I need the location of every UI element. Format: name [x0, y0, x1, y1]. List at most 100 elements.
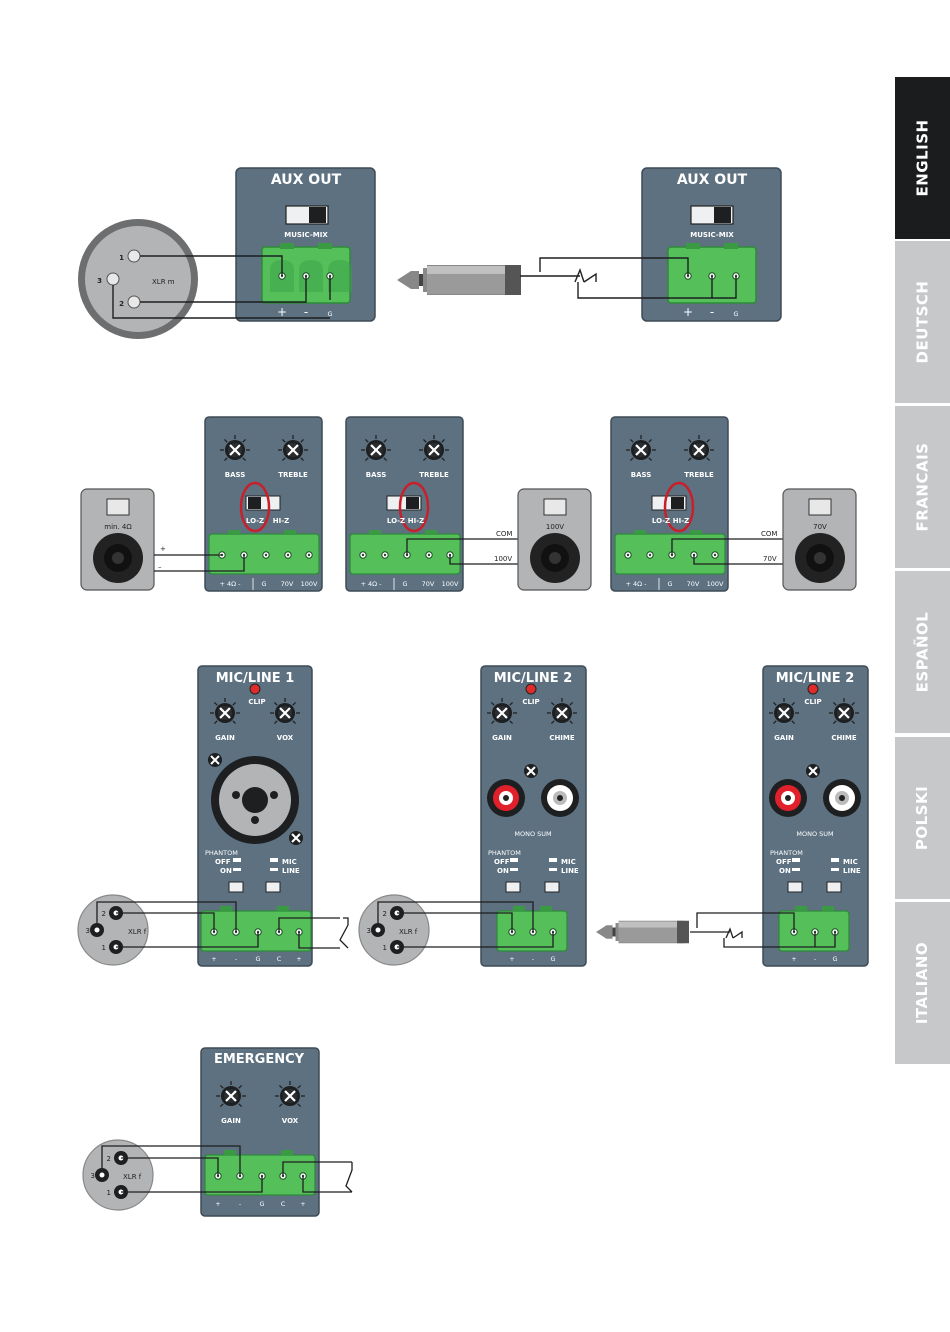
xlr-f2-pin-3: 3 — [367, 927, 371, 935]
clip-label-2r: CLIP — [804, 698, 821, 706]
em-terminal-minus: - — [239, 1200, 242, 1208]
xlr-f1-pin-3: 3 — [86, 927, 90, 935]
tap-70v-label: 70V — [763, 555, 777, 563]
phantom-switch-2c[interactable] — [505, 881, 521, 893]
tab-espanol[interactable]: ESPAÑOL — [895, 571, 950, 733]
phantom-switch-1[interactable] — [228, 881, 244, 893]
phantom-off-2c: OFF — [494, 858, 510, 866]
hi-z-label-a: HI-Z — [273, 517, 289, 525]
phantom-on-2c: ON — [497, 867, 509, 875]
speaker-70v-label: 70V — [813, 523, 827, 531]
speaker-panel-100v: BASS TREBLE LO-Z HI-Z + 4Ω - G 70V 100V — [345, 416, 464, 592]
clip-led-2c — [525, 683, 537, 695]
treble-label-a: TREBLE — [278, 471, 308, 479]
polarity-plus: + — [160, 545, 166, 553]
phantom-off-2r: OFF — [776, 858, 792, 866]
xlr-m-pin-3: 3 — [97, 277, 102, 285]
terminal-g-c: G — [667, 580, 672, 588]
xlr-female-mic1: 2 3 1 XLR f — [77, 894, 149, 966]
mic-line-2-title-right: MIC/LINE 2 — [776, 671, 855, 686]
terminal-100v-c: 100V — [707, 580, 724, 588]
gain-label-2r: GAIN — [774, 734, 794, 742]
mono-sum-label-r: MONO SUM — [796, 830, 833, 838]
speaker-100v-label: 100V — [546, 523, 564, 531]
aux-out-title: AUX OUT — [271, 172, 342, 188]
hi-z-label-b: HI-Z — [408, 517, 424, 525]
ml2c-terminal-plus: + — [509, 955, 514, 963]
tab-english[interactable]: ENGLISH — [895, 77, 950, 239]
ml1-terminal-minus: - — [235, 955, 238, 963]
speaker-70v: 70V — [782, 488, 857, 591]
mic-label-2c: MIC — [561, 858, 576, 866]
mic-label-2r: MIC — [843, 858, 858, 866]
bass-label-c: BASS — [631, 471, 652, 479]
xlr-female-mic2: 2 3 1 XLR f — [358, 894, 430, 966]
bass-label-a: BASS — [225, 471, 246, 479]
jack-plug-mic — [596, 920, 689, 944]
jack-plug-aux — [397, 265, 521, 295]
mic-line-2-panel-right: MIC/LINE 2 CLIP GAIN CHIME MONO SUM PHAN… — [762, 665, 869, 967]
em-terminal-c: C — [281, 1200, 286, 1208]
terminal-100v-a: 100V — [301, 580, 318, 588]
ml2r-terminal-minus: - — [814, 955, 817, 963]
emergency-wires — [101, 1145, 353, 1193]
polarity-minus: – — [158, 563, 162, 571]
lo-z-label-c: LO-Z — [652, 517, 670, 525]
xlr-female-emergency: 2 3 1 XLR f — [82, 1139, 154, 1211]
aux-terminal-ground: G — [327, 310, 332, 318]
em-terminal-plus: + — [215, 1200, 220, 1208]
tab-polski[interactable]: POLSKI — [895, 737, 950, 899]
mic-line-switch-1[interactable] — [265, 881, 281, 893]
hi-z-highlight-c — [663, 481, 695, 533]
phantom-title-2c: PHANTOM — [488, 849, 521, 857]
tab-deutsch[interactable]: DEUTSCH — [895, 241, 950, 403]
mic-line-1-title: MIC/LINE 1 — [216, 671, 295, 686]
mic-line-1-panel: MIC/LINE 1 CLIP GAIN VOX PHANTOM OFF ON … — [197, 665, 313, 967]
clip-led-1 — [249, 683, 261, 695]
xlr-fe-label: XLR f — [123, 1173, 142, 1181]
terminal-4ohm-a: + 4Ω - — [219, 580, 241, 588]
aux-out-title-right: AUX OUT — [677, 172, 748, 188]
emergency-gain-label: GAIN — [221, 1117, 241, 1125]
ml2c-terminal-minus: - — [532, 955, 535, 963]
treble-label-b: TREBLE — [419, 471, 449, 479]
xlr-fe-pin-1: 1 — [107, 1189, 111, 1197]
terminal-70v-c: 70V — [687, 580, 700, 588]
emergency-vox-label: VOX — [282, 1117, 299, 1125]
mic-line-switch-2c[interactable] — [544, 881, 560, 893]
bass-label-b: BASS — [366, 471, 387, 479]
phantom-title-1: PHANTOM — [205, 849, 238, 857]
speaker-b-wires — [406, 538, 518, 565]
xlr-f1-pin-1: 1 — [102, 944, 106, 952]
chime-label-2r: CHIME — [831, 734, 857, 742]
xlr-fe-pin-3: 3 — [91, 1172, 95, 1180]
clip-label-1: CLIP — [248, 698, 265, 706]
gain-label-1: GAIN — [215, 734, 235, 742]
xlr-m-pin-2: 2 — [119, 300, 124, 308]
ml1-terminal-g: G — [255, 955, 260, 963]
terminal-70v-b: 70V — [422, 580, 435, 588]
speaker-min-label: min. 4Ω — [104, 523, 132, 531]
terminal-g-a: G — [261, 580, 266, 588]
tab-francais[interactable]: FRANCAIS — [895, 406, 950, 568]
phantom-title-2r: PHANTOM — [770, 849, 803, 857]
music-mix-label: MUSIC-MIX — [284, 231, 328, 239]
speaker-panel-70v: BASS TREBLE LO-Z HI-Z + 4Ω - G 70V 100V — [610, 416, 729, 592]
vox-label-1: VOX — [277, 734, 294, 742]
com-label-b: COM — [496, 530, 512, 538]
xlr-fe-pin-2: 2 — [107, 1155, 111, 1163]
xlr-m-pin-1: 1 — [119, 254, 124, 262]
mono-sum-label-c: MONO SUM — [514, 830, 551, 838]
phantom-off-1: OFF — [215, 858, 231, 866]
tab-italiano[interactable]: ITALIANO — [895, 902, 950, 1064]
mic1-wires — [96, 901, 349, 949]
phantom-switch-2r[interactable] — [787, 881, 803, 893]
xlr-f2-pin-1: 1 — [383, 944, 387, 952]
xlr-f2-pin-2: 2 — [383, 910, 387, 918]
em-terminal-plus2: + — [300, 1200, 305, 1208]
ml1-terminal-c: C — [277, 955, 282, 963]
mic-line-switch-2r[interactable] — [826, 881, 842, 893]
lo-z-label-a: LO-Z — [246, 517, 264, 525]
aux-terminal-plus-right: + — [683, 305, 693, 319]
